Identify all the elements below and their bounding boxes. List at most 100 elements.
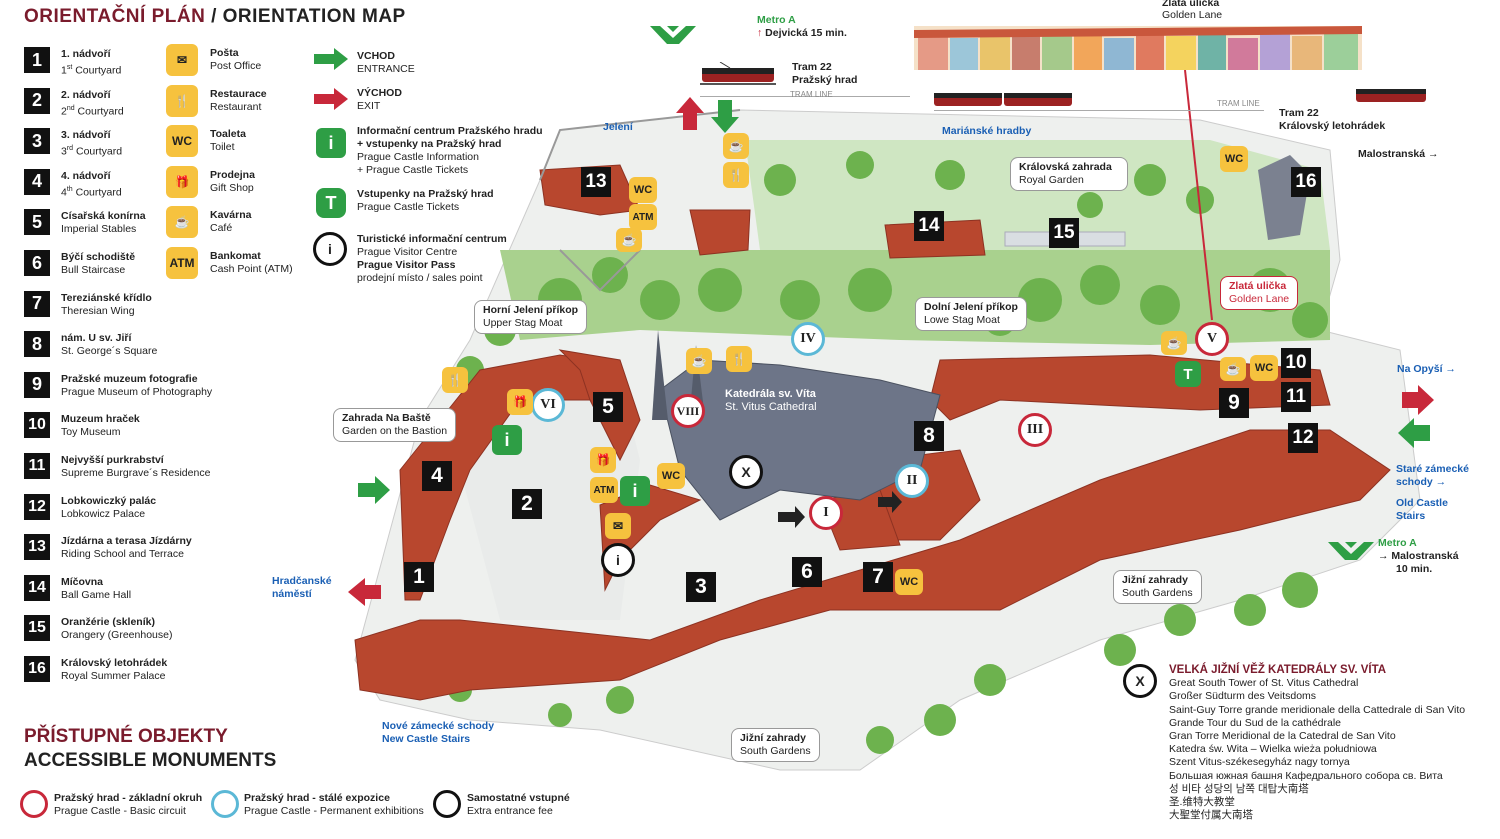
circuit-marker-I[interactable]: I bbox=[809, 496, 843, 530]
map-marker-15[interactable]: 15 bbox=[1049, 218, 1079, 248]
cup-icon[interactable]: ☕ bbox=[1220, 357, 1246, 381]
great-tower-note: VELKÁ JIŽNÍ VĚŽ KATEDRÁLY SV. VÍTA Great… bbox=[1169, 664, 1466, 822]
cup-icon[interactable]: ☕ bbox=[1161, 331, 1187, 355]
circuit-marker-IV[interactable]: IV bbox=[791, 322, 825, 356]
legend-number-6: 6 bbox=[24, 250, 50, 276]
info-centre-icon[interactable]: i bbox=[620, 476, 650, 506]
label-na-opysi[interactable]: Na Opyší → bbox=[1397, 363, 1456, 375]
wc-icon[interactable]: WC bbox=[657, 463, 685, 489]
wc-icon: WC bbox=[166, 125, 198, 158]
atm-icon[interactable]: ATM bbox=[590, 477, 618, 503]
legend-number-8: 8 bbox=[24, 331, 50, 358]
circuit-marker-II[interactable]: II bbox=[895, 464, 929, 498]
atm-icon[interactable]: ATM bbox=[629, 204, 657, 230]
metro-a-bottom: Metro A → Malostranská 10 min. bbox=[1378, 537, 1459, 575]
map-marker-8[interactable]: 8 bbox=[914, 421, 944, 451]
map-marker-7[interactable]: 7 bbox=[863, 562, 893, 592]
tower-translation-line: Gran Torre Meridional de la Catedral de … bbox=[1169, 730, 1396, 743]
cutlery-icon: 🍴 bbox=[166, 84, 198, 117]
tower-translation-line: Grande Tour du Sud de la cathédrale bbox=[1169, 716, 1342, 729]
cathedral-spire bbox=[652, 330, 668, 420]
envelope-icon[interactable]: ✉ bbox=[605, 513, 631, 539]
castle-walls bbox=[539, 109, 741, 292]
tickets-icon[interactable]: T bbox=[1175, 361, 1201, 387]
map-marker-3[interactable]: 3 bbox=[686, 572, 716, 602]
wc-icon[interactable]: WC bbox=[629, 177, 657, 203]
legend-number-5: 5 bbox=[24, 209, 50, 236]
gift-icon[interactable]: 🎁 bbox=[507, 389, 533, 415]
cup-icon[interactable]: ☕ bbox=[616, 228, 642, 252]
info-centre-icon[interactable]: i bbox=[492, 425, 522, 455]
map-marker-16[interactable]: 16 bbox=[1291, 167, 1321, 197]
wc-icon[interactable]: WC bbox=[895, 569, 923, 595]
tram-line-right bbox=[934, 110, 1264, 111]
cutlery-icon[interactable]: 🍴 bbox=[442, 367, 468, 393]
tower-translation-line: Katedra św. Wita – Wielka wieża południo… bbox=[1169, 743, 1377, 756]
tower-translation-line: 성 비타 성당의 남쪽 대탑大南塔 bbox=[1169, 782, 1309, 795]
legend-number-13: 13 bbox=[24, 534, 50, 561]
malostranska-top-link[interactable]: Malostranská → bbox=[1358, 148, 1439, 160]
map-marker-13[interactable]: 13 bbox=[581, 167, 611, 197]
map-entrance-arrow-north bbox=[711, 100, 739, 133]
map-marker-1[interactable]: 1 bbox=[404, 562, 434, 592]
map-marker-6[interactable]: 6 bbox=[792, 557, 822, 587]
envelope-icon: ✉ bbox=[166, 44, 198, 76]
map-marker-9[interactable]: 9 bbox=[1219, 388, 1249, 418]
visitor-centre-icon[interactable]: i bbox=[601, 543, 635, 577]
map-marker-12[interactable]: 12 bbox=[1288, 423, 1318, 453]
cup-icon[interactable]: ☕ bbox=[723, 133, 749, 159]
circuit-marker-III[interactable]: III bbox=[1018, 413, 1052, 447]
wc-icon[interactable]: WC bbox=[1250, 355, 1278, 381]
tram-line-left bbox=[700, 96, 910, 97]
map-marker-10[interactable]: 10 bbox=[1281, 348, 1311, 378]
wc-icon[interactable]: WC bbox=[1220, 146, 1248, 172]
legend-number-16: 16 bbox=[24, 656, 50, 682]
legend-number-7: 7 bbox=[24, 290, 50, 317]
tickets-icon: T bbox=[316, 188, 346, 218]
cutlery-icon[interactable]: 🍴 bbox=[723, 162, 749, 188]
cutlery-icon[interactable]: 🍴 bbox=[726, 346, 752, 372]
cup-icon[interactable]: ☕ bbox=[686, 348, 712, 374]
tram-icon-right bbox=[1356, 89, 1426, 102]
circuit-marker-VI[interactable]: VI bbox=[531, 388, 565, 422]
legend-info-centre: Informační centrum Pražského hradu+ vstu… bbox=[357, 125, 543, 176]
legend-number-12: 12 bbox=[24, 493, 50, 520]
circuit-marker-X[interactable]: X bbox=[729, 455, 763, 489]
metro-a-top: Metro A ↑ Dejvická 15 min. bbox=[757, 14, 847, 39]
circuit-marker-V[interactable]: V bbox=[1195, 322, 1229, 356]
legend-number-3: 3 bbox=[24, 128, 50, 155]
map-marker-2[interactable]: 2 bbox=[512, 489, 542, 519]
map-marker-4[interactable]: 4 bbox=[422, 461, 452, 491]
tower-translation-line: 圣.维特大教堂 bbox=[1169, 796, 1235, 809]
gift-icon[interactable]: 🎁 bbox=[590, 447, 616, 473]
map-marker-5[interactable]: 5 bbox=[593, 392, 623, 422]
map-marker-14[interactable]: 14 bbox=[914, 211, 944, 241]
exit-arrow-icon bbox=[314, 88, 348, 110]
map-marker-11[interactable]: 11 bbox=[1281, 382, 1311, 412]
circuit-marker-VIII[interactable]: VIII bbox=[671, 394, 705, 428]
tram-icon-middle bbox=[934, 93, 1072, 106]
